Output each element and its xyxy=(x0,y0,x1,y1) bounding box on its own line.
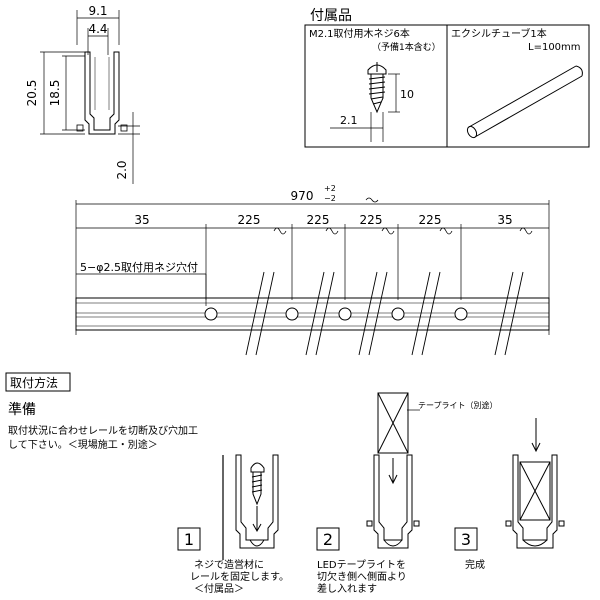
screw-note: （予備1本含む） xyxy=(372,41,441,53)
rail-elevation: 970 +2 −2 35 225 225 225 225 35 5−φ2.5取付… xyxy=(75,184,550,356)
profile-base-label: 2.0 xyxy=(115,160,129,179)
screw-label: M2.1取付用木ネジ6本 xyxy=(309,27,410,40)
step-2-text-3: 差し入れます xyxy=(317,582,377,595)
tube-label: エクシルチューブ1本 xyxy=(451,27,547,40)
accessories-title: 付属品 xyxy=(310,8,352,24)
step-3-text-1: 完成 xyxy=(465,558,485,571)
tube-icon xyxy=(466,65,583,139)
tolerance-minus: −2 xyxy=(324,194,336,203)
step-1-text-2: レールを固定します。 xyxy=(190,570,289,583)
screw-hole xyxy=(338,307,352,321)
step-3-number: 3 xyxy=(461,530,471,549)
spacing-label-3: 225 xyxy=(307,213,330,227)
tube-length-label: L=100mm xyxy=(528,42,581,53)
screw-dia-label: 2.1 xyxy=(340,114,358,127)
step-1-text-3: ＜付属品＞ xyxy=(194,582,244,595)
step3-drawing xyxy=(505,418,565,549)
spacing-label-6: 35 xyxy=(497,213,512,227)
spacing-label-5: 225 xyxy=(419,213,442,227)
profile-inner-width-label: 4.4 xyxy=(88,22,107,36)
profile-height-label: 20.5 xyxy=(25,80,39,107)
step2-drawing xyxy=(366,392,420,549)
step1-drawing xyxy=(222,454,279,560)
screw-icon xyxy=(330,62,400,142)
profile-inner-height-label: 18.5 xyxy=(48,80,62,107)
install-section: 取付方法 準備 取付状況に合わせレールを切断及び穴加工 して下さい。＜現場施工・… xyxy=(5,372,565,595)
tolerance-plus: +2 xyxy=(324,184,336,193)
accessories-box: 付属品 M2.1取付用木ネジ6本 （予備1本含む） エクシルチューブ1本 L=1… xyxy=(304,8,590,148)
step-1-text-1: ネジで造営材に xyxy=(194,558,264,571)
total-length-label: 970 xyxy=(291,189,314,203)
spacing-label-2: 225 xyxy=(238,213,261,227)
spacing-label-1: 35 xyxy=(134,213,149,227)
tape-label: テープライト（別途） xyxy=(418,400,498,410)
step-1-number: 1 xyxy=(184,530,194,549)
hole-label: 5−φ2.5取付用ネジ穴付 xyxy=(80,260,198,274)
prep-text-2: して下さい。＜現場施工・別途＞ xyxy=(8,438,158,451)
install-title: 取付方法 xyxy=(10,375,58,390)
screw-hole xyxy=(285,307,299,321)
screw-hole xyxy=(391,307,405,321)
step-2-number: 2 xyxy=(323,530,333,549)
profile-width-label: 9.1 xyxy=(88,4,107,18)
rail-profile-section: 9.1 4.4 20.5 18.5 2.0 xyxy=(25,4,140,184)
prep-title: 準備 xyxy=(8,402,36,418)
step-2-text-1: LEDテープライトを xyxy=(317,559,406,571)
screw-hole xyxy=(454,307,468,321)
screw-length-label: 10 xyxy=(400,88,414,101)
screw-hole xyxy=(204,307,218,321)
prep-text-1: 取付状況に合わせレールを切断及び穴加工 xyxy=(8,424,198,437)
spacing-label-4: 225 xyxy=(360,213,383,227)
step-2-text-2: 切欠き側へ側面より xyxy=(317,570,407,583)
